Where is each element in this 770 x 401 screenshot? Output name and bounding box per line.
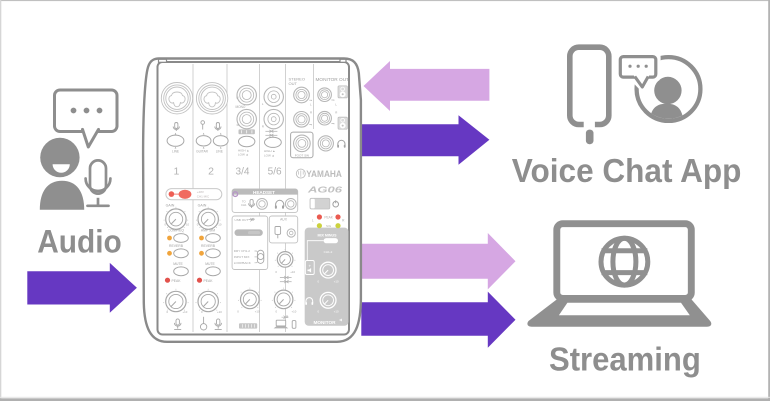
svg-text:PEAK: PEAK [172,279,182,283]
svg-text:AG06: AG06 [306,186,343,195]
svg-text:L: L [310,103,312,107]
svg-text:+10: +10 [183,310,188,314]
svg-text:LINE: LINE [216,150,223,154]
svg-text:+10: +10 [292,310,297,314]
svg-text:▲: ▲ [202,132,205,136]
svg-text:R: R [237,123,239,127]
svg-text:YAMAHA: YAMAHA [306,169,342,180]
svg-text:FOOT SW: FOOT SW [295,153,309,157]
svg-text:▲: ▲ [174,146,177,150]
svg-text:0: 0 [237,310,239,314]
svg-text:CH1: CH1 [241,203,247,207]
svg-text:Streaming: Streaming [549,340,701,377]
svg-text:HEADSET: HEADSET [253,190,275,195]
svg-text:AMP SIM: AMP SIM [201,229,215,233]
svg-text:HIGH ▲: HIGH ▲ [238,148,249,152]
svg-text:2: 2 [208,166,214,178]
svg-text:MONO: MONO [236,105,246,109]
svg-text:1: 1 [173,166,179,178]
svg-text:CH1-2: CH1-2 [324,250,333,254]
svg-text:MONITOR OUT: MONITOR OUT [316,77,350,82]
svg-text:0: 0 [276,310,278,314]
svg-text:PEAK: PEAK [324,216,333,220]
svg-text:L: L [335,103,337,107]
svg-text:OUT: OUT [289,81,298,86]
svg-text:R: R [335,110,337,114]
svg-text:+: + [308,263,311,268]
svg-text:+10: +10 [334,310,339,314]
svg-text:GAIN: GAIN [166,204,175,208]
svg-text:+10: +10 [217,310,222,314]
svg-text:+48V: +48V [197,190,204,194]
svg-text:▲: ▲ [219,146,222,150]
svg-text:USB OUT: USB OUT [235,218,249,222]
svg-text:L: L [312,219,314,223]
svg-text:TO: TO [242,200,247,204]
svg-text:INPUT MIX: INPUT MIX [234,255,250,259]
svg-text:AUX: AUX [280,218,288,222]
svg-text:R: R [342,219,345,223]
svg-text:Audio: Audio [37,223,122,259]
svg-text:L: L [262,102,264,106]
svg-text:0: 0 [318,310,320,314]
svg-text:10: 10 [186,222,190,226]
svg-text:L/: L/ [236,96,239,100]
svg-text:+10: +10 [255,310,260,314]
svg-text:MONITOR: MONITOR [313,320,336,325]
svg-text:LOW ▲: LOW ▲ [238,153,249,157]
svg-text:REVERB: REVERB [201,244,216,248]
svg-text:LOW ▲: LOW ▲ [264,153,275,157]
svg-text:R: R [262,124,264,128]
svg-text:0: 0 [201,310,203,314]
svg-text:3/4: 3/4 [236,166,250,178]
svg-text:STEREO: STEREO [289,77,305,82]
svg-text:LINE: LINE [172,150,179,154]
svg-text:COMP/EQ: COMP/EQ [168,229,184,233]
svg-text:0: 0 [165,222,167,226]
svg-text:0: 0 [275,270,277,274]
svg-text:▲: ▲ [219,132,222,136]
svg-text:GAIN: GAIN [198,204,207,208]
svg-text:GUITAR: GUITAR [196,150,209,154]
svg-text:5/6: 5/6 [268,166,282,178]
svg-text:▲: ▲ [202,146,205,150]
svg-text:CH1 MIC: CH1 MIC [197,194,210,198]
svg-text:DRY CH1-2: DRY CH1-2 [234,249,250,253]
svg-text:0: 0 [318,279,320,283]
svg-text:R: R [310,110,312,114]
svg-text:HIGH ▲: HIGH ▲ [264,149,275,153]
svg-text:REVERB: REVERB [169,244,184,248]
svg-text:+10: +10 [290,270,295,274]
svg-text:SIG: SIG [326,224,332,228]
svg-text:MUTE: MUTE [205,262,215,266]
svg-text:0: 0 [167,310,169,314]
svg-text:10: 10 [218,222,222,226]
svg-text:0: 0 [197,222,199,226]
svg-text:MUTE: MUTE [173,262,183,266]
svg-text:Voice Chat App: Voice Chat App [512,153,742,190]
svg-text:PEAK: PEAK [204,279,214,283]
svg-text:LOOPBACK: LOOPBACK [234,261,252,265]
svg-text:+10: +10 [334,279,339,283]
svg-text:MIX MINUS: MIX MINUS [318,233,338,237]
svg-text:▲: ▲ [174,132,177,136]
